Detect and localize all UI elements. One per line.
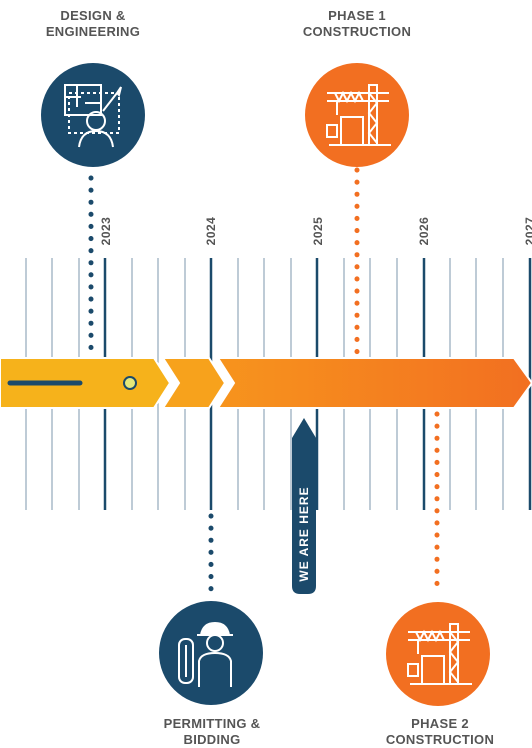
- design-engineering-label: DESIGN & ENGINEERING: [45, 8, 141, 39]
- phase2-construction-label: PHASE 2 CONSTRUCTION: [385, 716, 495, 747]
- engineer-with-plans-icon: [159, 601, 263, 705]
- we-are-here-label: WE ARE HERE: [297, 486, 311, 582]
- construction-crane-icon-top: [305, 63, 409, 167]
- construction-arrow-segment: [216, 357, 532, 409]
- phase1-construction-label: PHASE 1 CONSTRUCTION: [302, 8, 412, 39]
- permitting-arrow-segment: [161, 357, 227, 409]
- design-arrow-segment: [0, 357, 172, 409]
- architect-blueprint-icon: [41, 63, 145, 167]
- permitting-bidding-label: PERMITTING & BIDDING: [163, 716, 261, 747]
- construction-crane-icon-bottom: [386, 602, 490, 706]
- we-are-here-arrow: [292, 418, 316, 594]
- progress-marker: [123, 376, 137, 390]
